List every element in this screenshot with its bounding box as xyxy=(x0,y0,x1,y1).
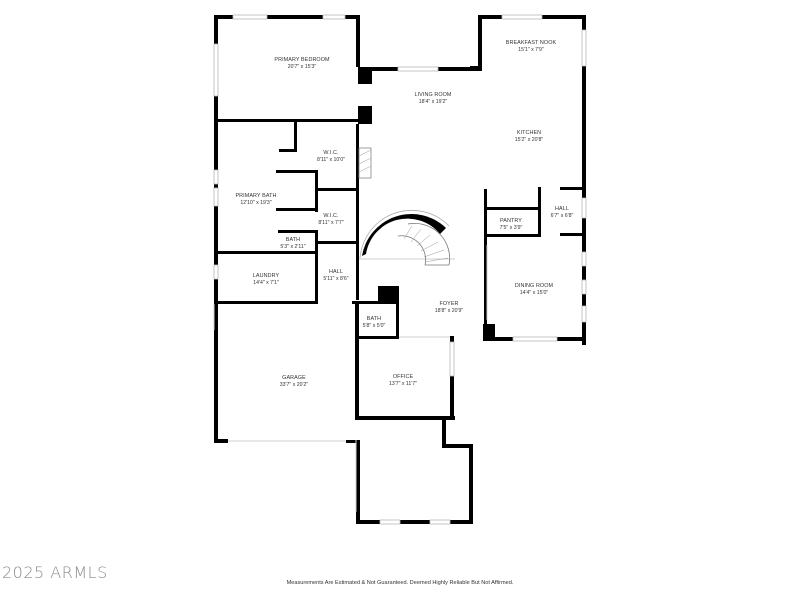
room-dims-garage: 33'7" x 20'2" xyxy=(280,382,309,388)
room-dims-dining-room: 14'4" x 15'0" xyxy=(520,290,549,296)
measurement-disclaimer: Measurements Are Estimated & Not Guarant… xyxy=(286,580,514,586)
fireplace xyxy=(358,147,372,179)
room-name-hall-2: HALL xyxy=(329,269,343,275)
room-dims-breakfast-nook: 15'1" x 7'9" xyxy=(518,47,544,53)
room-name-breakfast-nook: BREAKFAST NOOK xyxy=(506,40,557,46)
room-dims-wic-2: 8'11" x 7'7" xyxy=(318,220,343,226)
windows xyxy=(213,14,587,525)
room-dims-bath-1: 5'3" x 2'11" xyxy=(280,244,305,250)
room-dims-hall-2: 5'11" x 8'6" xyxy=(323,276,348,282)
room-name-foyer: FOYER xyxy=(439,301,458,307)
room-dims-bath-2: 5'8" x 5'0" xyxy=(363,323,386,329)
room-name-bath-1: BATH xyxy=(286,237,300,243)
room-dims-hall-1: 6'7" x 6'8" xyxy=(551,213,574,219)
room-dims-wic-1: 8'11" x 10'0" xyxy=(317,157,345,163)
room-dims-kitchen: 15'2" x 20'8" xyxy=(515,137,544,143)
room-labels: PRIMARY BEDROOM 20'7" x 15'3" BREAKFAST … xyxy=(235,40,573,388)
staircase xyxy=(359,209,450,266)
room-name-office: OFFICE xyxy=(393,374,414,380)
room-name-primary-bedroom: PRIMARY BEDROOM xyxy=(274,57,330,63)
room-name-garage: GARAGE xyxy=(282,375,306,381)
room-dims-foyer: 18'8" x 20'9" xyxy=(435,308,464,314)
room-name-bath-2: BATH xyxy=(367,316,381,322)
room-name-laundry: LAUNDRY xyxy=(253,273,280,279)
room-name-kitchen: KITCHEN xyxy=(517,130,541,136)
room-name-pantry: PANTRY xyxy=(500,218,522,224)
openings xyxy=(213,245,488,512)
room-dims-primary-bedroom: 20'7" x 15'3" xyxy=(288,64,317,70)
copyright-watermark: 2025 ARMLS xyxy=(2,563,108,582)
room-name-wic-1: W.I.C. xyxy=(323,150,338,156)
room-name-living-room: LIVING ROOM xyxy=(414,92,451,98)
room-dims-laundry: 14'4" x 7'1" xyxy=(253,280,279,286)
room-dims-living-room: 18'4" x 19'2" xyxy=(419,99,448,105)
room-dims-primary-bath: 12'10" x 19'3" xyxy=(240,200,271,206)
room-name-hall-1: HALL xyxy=(555,206,569,212)
room-name-primary-bath: PRIMARY BATH xyxy=(235,193,276,199)
room-name-wic-2: W.I.C. xyxy=(323,213,338,219)
walls xyxy=(214,15,586,524)
room-dims-pantry: 7'5" x 3'9" xyxy=(500,225,523,231)
room-name-dining-room: DINING ROOM xyxy=(515,283,554,289)
room-dims-office: 13'7" x 11'7" xyxy=(389,381,417,387)
